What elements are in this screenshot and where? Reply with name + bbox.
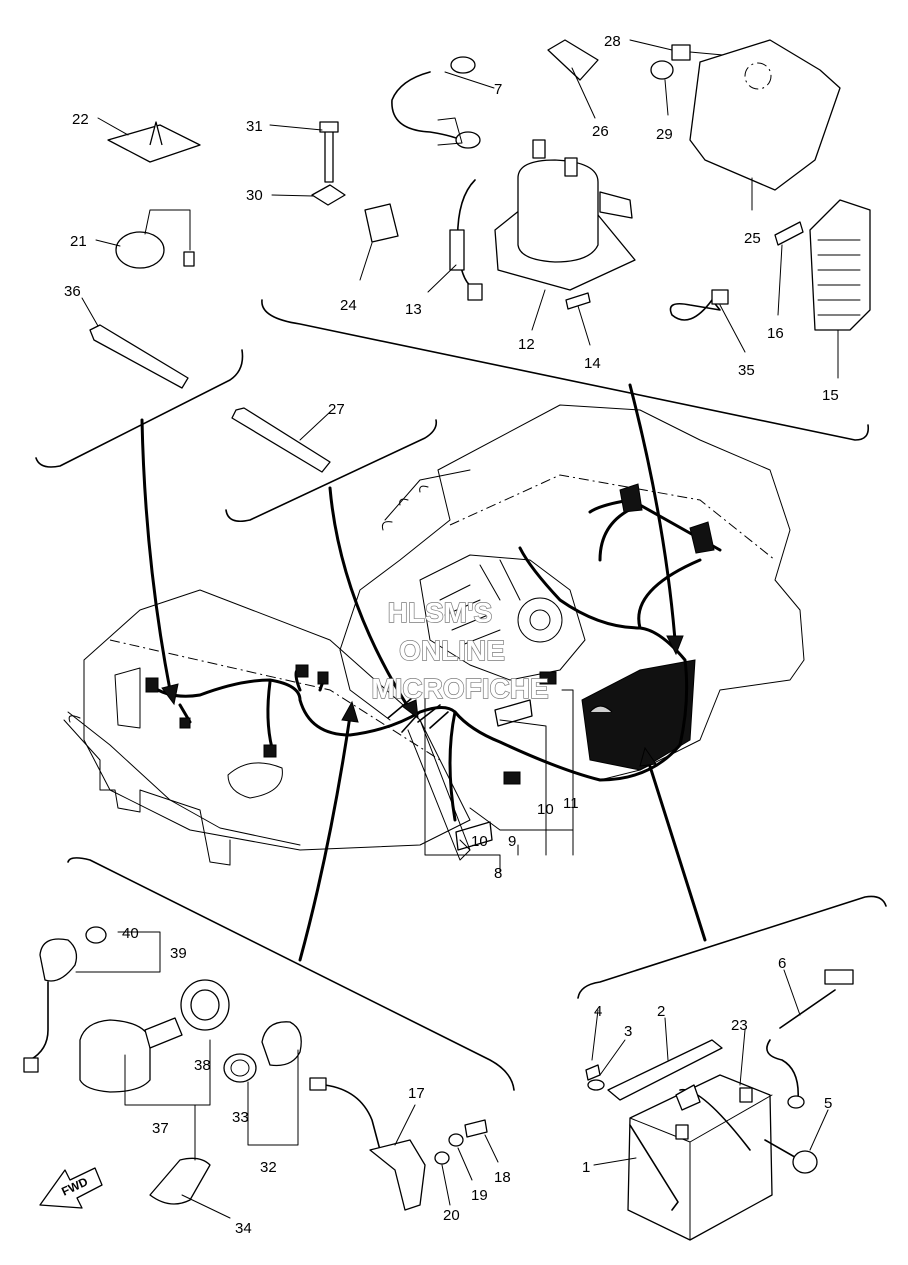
callout-10a: 10 <box>537 801 554 818</box>
callout-16: 16 <box>767 325 784 342</box>
callout-leaders <box>75 39 839 1219</box>
callout-24: 24 <box>340 297 357 314</box>
callout-28: 28 <box>604 33 621 50</box>
callout-33: 33 <box>232 1109 249 1126</box>
top-group-border <box>261 299 870 441</box>
callout-19: 19 <box>471 1187 488 1204</box>
mid-group-border <box>225 419 438 523</box>
battery-installed <box>581 659 696 771</box>
callout-11: 11 <box>563 795 579 812</box>
callout-1: 1 <box>582 1159 590 1176</box>
callout-40: 40 <box>122 925 139 942</box>
callout-20: 20 <box>443 1207 460 1224</box>
watermark: HLSM'S ONLINE MICROFICHE <box>371 596 550 704</box>
callout-27: 27 <box>328 401 345 418</box>
callout-9: 9 <box>508 833 516 850</box>
vehicle-frame <box>63 404 805 866</box>
callout-10b: 10 <box>471 833 488 850</box>
lower-right-group-border <box>577 895 887 999</box>
callout-8: 8 <box>494 865 502 882</box>
callout-22: 22 <box>72 111 89 128</box>
callout-12: 12 <box>518 336 535 353</box>
callout-2: 2 <box>657 1003 665 1020</box>
callout-7: 7 <box>494 81 502 98</box>
fwd-arrow-icon: FWD <box>39 1167 103 1209</box>
callout-13: 13 <box>405 301 422 318</box>
group-borders <box>35 299 887 1091</box>
lower-right-parts <box>585 969 854 1241</box>
leader-arrows <box>140 383 707 962</box>
callout-21: 21 <box>70 233 87 250</box>
callout-35: 35 <box>738 362 755 379</box>
lower-left-parts: FWD <box>23 926 488 1211</box>
callout-3: 3 <box>624 1023 632 1040</box>
callout-5: 5 <box>824 1095 832 1112</box>
callout-4: 4 <box>594 1003 602 1020</box>
callout-39: 39 <box>170 945 187 962</box>
callout-31: 31 <box>246 118 263 135</box>
callout-26: 26 <box>592 123 609 140</box>
callout-23: 23 <box>731 1017 748 1034</box>
callout-25: 25 <box>744 230 761 247</box>
left-group-border <box>35 349 244 468</box>
callout-18: 18 <box>494 1169 511 1186</box>
callout-14: 14 <box>584 355 601 372</box>
watermark-line-2: ONLINE <box>399 635 505 666</box>
watermark-line-1: HLSM'S <box>388 597 493 628</box>
lower-left-group-border <box>67 857 515 1091</box>
callout-36: 36 <box>64 283 81 300</box>
watermark-line-3: MICROFICHE <box>371 673 548 704</box>
callout-29: 29 <box>656 126 673 143</box>
callout-17: 17 <box>408 1085 425 1102</box>
top-parts <box>89 39 871 473</box>
callout-6: 6 <box>778 955 786 972</box>
callout-38: 38 <box>194 1057 211 1074</box>
callout-37: 37 <box>152 1120 169 1137</box>
callout-34: 34 <box>235 1220 252 1237</box>
callout-30: 30 <box>246 187 263 204</box>
callout-15: 15 <box>822 387 839 404</box>
wire-harness <box>145 483 722 861</box>
callout-32: 32 <box>260 1159 277 1176</box>
callout-numbers: 22 21 36 31 30 7 26 28 29 25 24 13 12 14… <box>64 33 839 1237</box>
